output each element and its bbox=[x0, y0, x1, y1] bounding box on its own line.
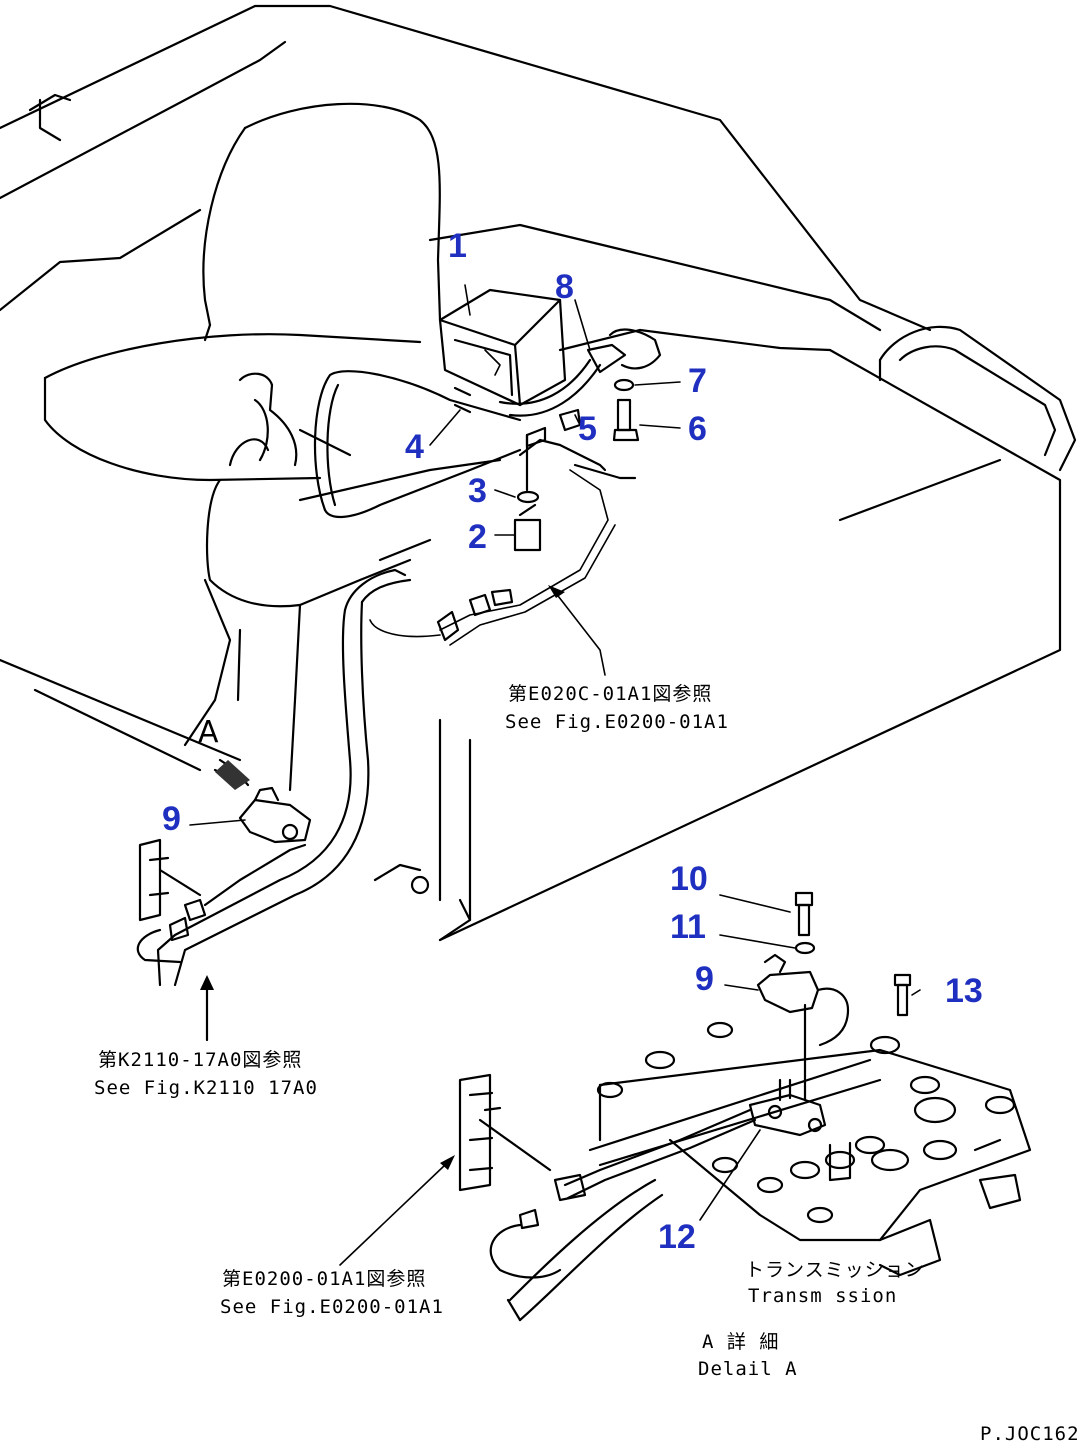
callout-6: 6 bbox=[688, 410, 707, 448]
ref-k2110-en: See Fig.K2110 17A0 bbox=[94, 1077, 318, 1099]
callout-9-upper: 9 bbox=[162, 800, 181, 838]
callout-13: 13 bbox=[945, 972, 983, 1010]
line-art bbox=[0, 4, 1077, 1322]
callout-5: 5 bbox=[578, 410, 597, 448]
ref-e0200-bottom-jp: 第E0200-01A1図参照 bbox=[222, 1268, 426, 1290]
callout-10: 10 bbox=[670, 860, 708, 898]
transmission-label-en: Transm ssion bbox=[748, 1285, 897, 1307]
callout-8: 8 bbox=[555, 268, 574, 306]
callout-2: 2 bbox=[468, 518, 487, 556]
callout-1: 1 bbox=[448, 227, 467, 265]
callout-9-lower: 9 bbox=[695, 960, 714, 998]
ref-k2110-jp: 第K2110-17A0図参照 bbox=[98, 1049, 302, 1071]
detail-a-title-en: Delail A bbox=[698, 1358, 798, 1380]
reference-notes: A 第E020C-01A1図参照 See Fig.E0200-01A1 第K21… bbox=[94, 683, 1080, 1445]
callout-4: 4 bbox=[405, 428, 424, 466]
callout-7: 7 bbox=[688, 362, 707, 400]
ref-e0200-top-en: See Fig.E0200-01A1 bbox=[505, 711, 729, 733]
ref-e0200-top-jp: 第E020C-01A1図参照 bbox=[508, 683, 712, 705]
callout-12: 12 bbox=[658, 1218, 696, 1256]
view-marker-a: A bbox=[198, 715, 219, 750]
detail-a-title-jp: A 詳 細 bbox=[702, 1331, 779, 1353]
ref-e0200-bottom-en: See Fig.E0200-01A1 bbox=[220, 1296, 444, 1318]
transmission-label-jp: トランスミッション bbox=[745, 1259, 925, 1281]
callout-3: 3 bbox=[468, 472, 487, 510]
page-code: P.JOC162 bbox=[980, 1423, 1080, 1445]
callout-numbers: 1 2 3 4 5 6 7 8 9 9 10 11 12 13 bbox=[162, 227, 983, 1256]
callout-11: 11 bbox=[670, 908, 706, 946]
